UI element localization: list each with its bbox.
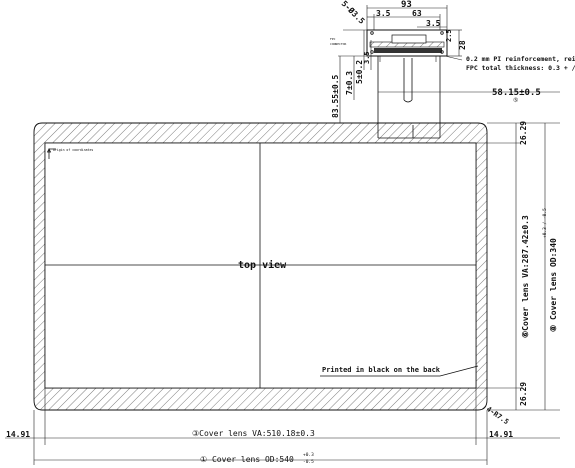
- dim-83-55: 83.55±0.5: [331, 74, 340, 118]
- printed-note-leader: [320, 365, 479, 377]
- dim-border-bottom: 26.29: [519, 382, 528, 406]
- dim-left-margin: 14.91: [6, 430, 30, 439]
- top-dimension-lines: [366, 5, 448, 30]
- left-fpc-dimension-lines: [338, 29, 372, 123]
- dim-93: 93: [401, 0, 412, 10]
- dim-border-top: 26.29: [519, 121, 528, 145]
- dim-od-height-tol: +0.3 / -0.5: [542, 208, 548, 238]
- bottom-dimension-lines: [5, 388, 560, 465]
- fpc-assembly: [366, 29, 448, 139]
- fpc-small-note: FPC: [330, 37, 336, 41]
- cover-lens: [33, 122, 488, 411]
- dim-va-width: ③Cover lens VA:510.18±0.3: [192, 429, 315, 438]
- dim-3-5-vertical: 3.5: [363, 51, 371, 64]
- top-view-label: top view: [238, 259, 287, 271]
- viewing-area: [44, 142, 477, 389]
- dim-63: 63: [412, 9, 422, 18]
- right-dimension-lines: [476, 122, 560, 411]
- dim-fpc-width: 58.15±0.5: [492, 88, 541, 98]
- fpc-thickness-note: FPC total thickness: 0.3 + / -: [466, 64, 575, 72]
- dim-28: 28: [458, 40, 467, 50]
- dim-5: 5±0.2: [355, 60, 364, 84]
- dim-corner-radius: 4-R7.5: [485, 405, 510, 426]
- right-small-dimension-lines: [447, 29, 462, 57]
- dim-va-height: ⑥Cover lens VA:287.42±0.3: [521, 215, 530, 338]
- dim-right-margin: 14.91: [489, 430, 513, 439]
- dim-3-5-left: 3.5: [376, 9, 391, 18]
- dim-2-5-right: 2.5: [445, 29, 453, 42]
- dim-od-width-tol-plus: +0.3: [303, 452, 314, 458]
- dim-3-5-right: 3.5: [426, 19, 441, 28]
- dim-7: 7±0.3: [345, 71, 354, 95]
- dim-od-width-tol-minus: -0.5: [303, 459, 314, 465]
- dim-fpc-width-marker: ⑤: [513, 97, 518, 104]
- printed-note: Printed in black on the back: [322, 366, 441, 374]
- fpc-small-note-2: CONNECTOR: [330, 42, 346, 46]
- fpc-reinforcement-note: 0.2 mm PI reinforcement, reinf: [466, 55, 575, 63]
- dim-angled-holes: 5-Ø3.5: [340, 0, 368, 26]
- origin-note: Origin of coordinates: [53, 148, 93, 152]
- dim-od-height: ⑧ Cover lens OD:340: [549, 238, 558, 332]
- dim-od-width: ① Cover lens OD:540: [200, 455, 294, 464]
